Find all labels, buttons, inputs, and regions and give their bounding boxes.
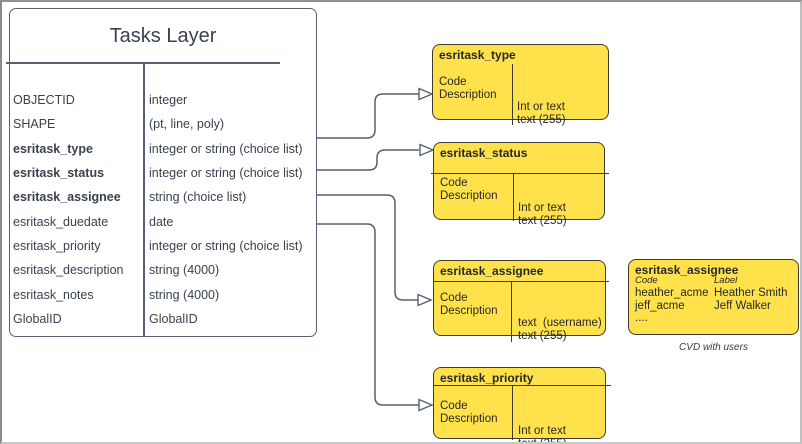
- table-row: esritask_status integer or string (choice…: [10, 161, 316, 185]
- table-row: esritask_description string (4000): [10, 258, 316, 282]
- table-row: esritask_type integer or string (choice l…: [10, 137, 316, 161]
- field-name: GlobalID: [13, 311, 62, 326]
- field-type: integer or string (choice list): [149, 166, 303, 181]
- connector-type: [317, 93, 419, 139]
- cvd-title: esritask_assignee: [635, 263, 739, 277]
- domain-column-divider: [511, 281, 513, 342]
- field-type: string (choice list): [149, 190, 247, 205]
- domain-title-divider: [434, 385, 611, 387]
- domain-column-divider: [512, 64, 514, 125]
- cvd-user-label: Heather Smith: [714, 287, 788, 299]
- domain-title: esritask_type: [439, 48, 516, 62]
- connector-assignee: [317, 194, 418, 301]
- field-name: esritask_priority: [13, 238, 101, 253]
- domain-title: esritask_status: [440, 146, 528, 160]
- domain-title-divider: [431, 173, 609, 175]
- field-type: date: [149, 214, 174, 229]
- field-type: GlobalID: [149, 311, 198, 326]
- field-name: esritask_description: [13, 263, 124, 278]
- field-type: integer or string (choice list): [149, 238, 303, 253]
- field-name: OBJECTID: [13, 93, 75, 108]
- cvd-user-label: Jeff Walker: [714, 299, 771, 312]
- cvd-user-row: jeff_acme Jeff Walker: [629, 300, 798, 313]
- field-type: integer or string (choice list): [149, 141, 303, 156]
- domain-column-divider: [512, 385, 514, 440]
- cvd-user-code: jeff_acme: [635, 299, 685, 312]
- table-row: esritask_duedate date: [10, 209, 316, 233]
- domain-title-divider: [434, 281, 609, 283]
- arrowhead-assignee: [417, 293, 433, 307]
- connector-status: [317, 149, 419, 171]
- domain-title: esritask_assignee: [440, 264, 544, 278]
- cvd-more-row: ....: [635, 312, 648, 325]
- field-name: SHAPE: [13, 117, 56, 132]
- domain-column-divider: [513, 173, 515, 221]
- field-name: esritask_notes: [13, 287, 94, 302]
- arrowhead-status: [419, 143, 435, 157]
- cvd-users-box: esritask_assignee Code Label heather_acm…: [628, 259, 799, 335]
- field-type: string (4000): [149, 263, 220, 278]
- domain-type-values: text (username)text (255): [518, 317, 602, 343]
- connector-priority: [317, 223, 419, 406]
- tasks-layer-title: Tasks Layer: [109, 24, 217, 47]
- cvd-caption: CVD with users: [679, 342, 748, 353]
- table-row: esritask_notes string (4000): [10, 282, 316, 306]
- cvd-user-rows: heather_acme Heather Smith jeff_acme Jeff W…: [629, 287, 798, 312]
- cvd-user-row: heather_acme Heather Smith: [629, 287, 798, 300]
- cvd-header-row: Code Label: [635, 275, 738, 286]
- table-row: esritask_priority integer or string (choi…: [10, 234, 316, 258]
- field-type: string (4000): [149, 287, 220, 302]
- column-divider: [143, 63, 145, 336]
- table-row: OBJECTID integer: [10, 88, 316, 112]
- arrowhead-priority: [418, 398, 434, 412]
- cvd-user-code: heather_acme: [635, 287, 709, 299]
- table-row: SHAPE (pt, line, poly): [10, 112, 316, 136]
- field-name: esritask_duedate: [13, 214, 109, 229]
- field-name: esritask_status: [13, 166, 105, 181]
- field-type: integer: [149, 93, 188, 108]
- title-divider: [6, 62, 280, 64]
- table-row: GlobalID GlobalID: [10, 307, 316, 331]
- field-type: (pt, line, poly): [149, 117, 225, 132]
- field-name: esritask_assignee: [13, 190, 121, 205]
- domain-title: esritask_priority: [440, 371, 534, 385]
- table-row: esritask_assignee string (choice list): [10, 185, 316, 209]
- arrowhead-type: [418, 87, 434, 101]
- field-name: esritask_type: [13, 141, 93, 156]
